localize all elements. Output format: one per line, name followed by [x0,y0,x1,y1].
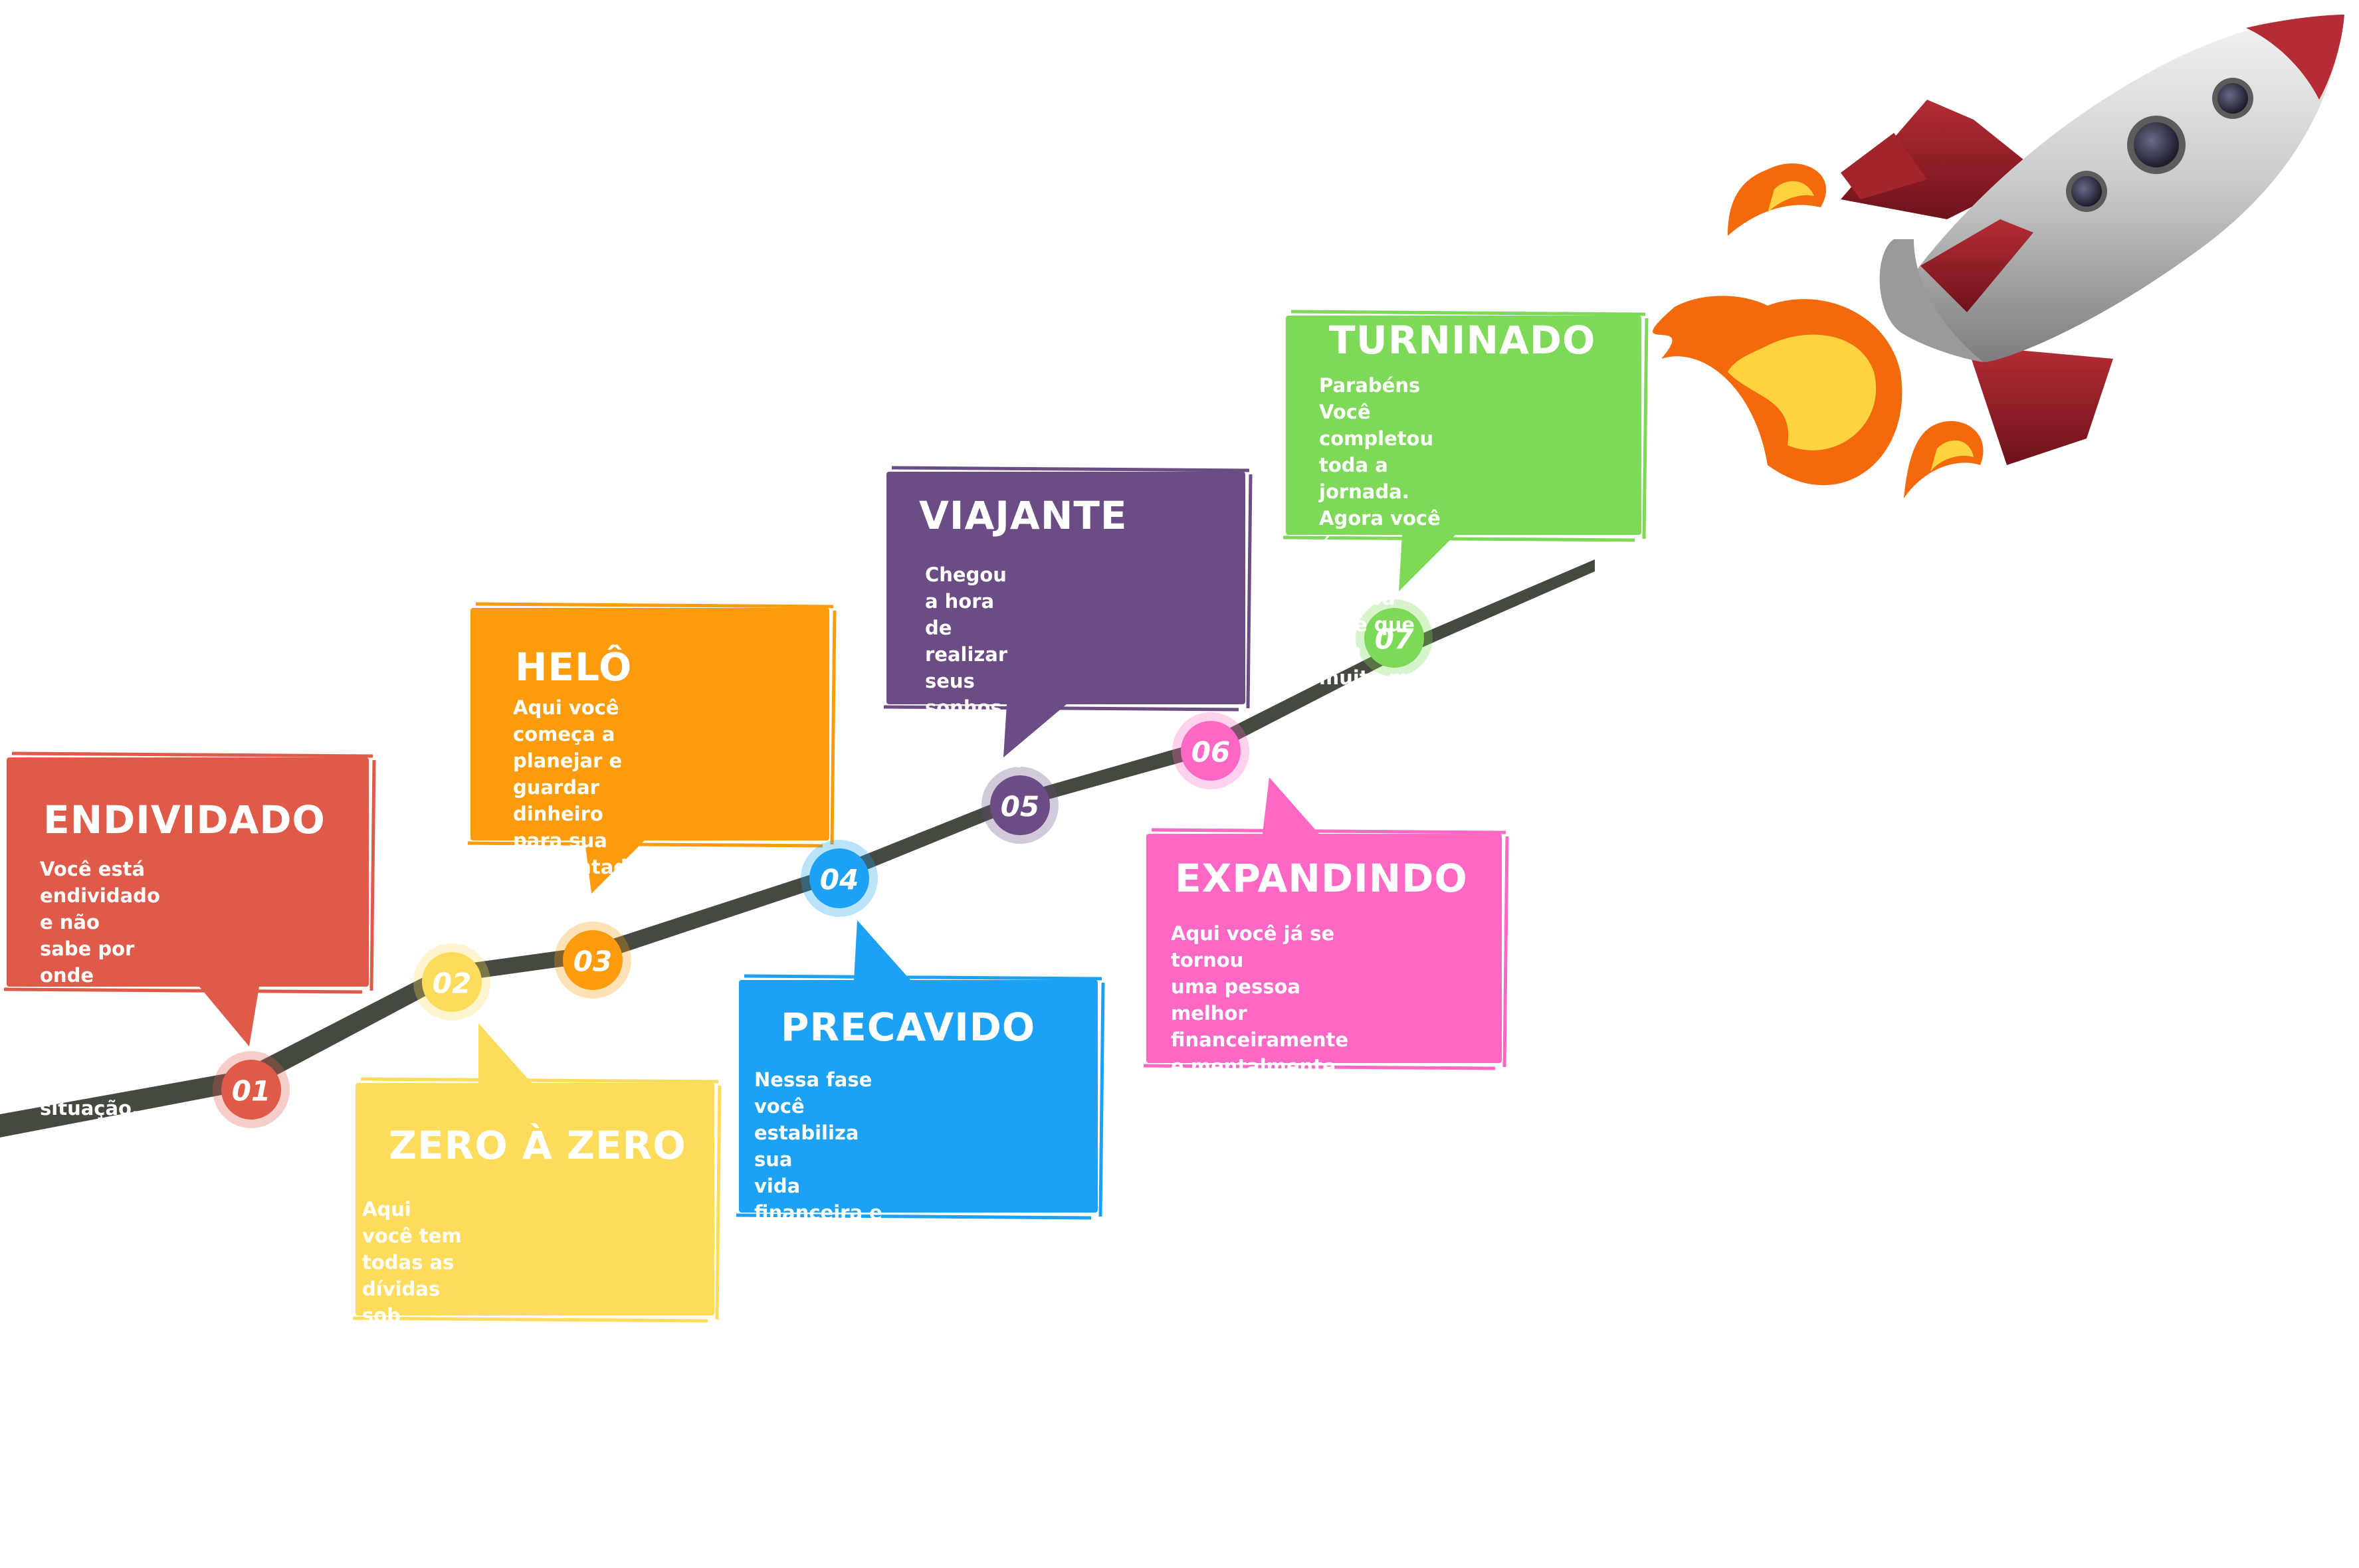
stage-node-circle [422,952,482,1012]
stage-card-edge [352,1077,722,1323]
stage-card-tail [478,1023,532,1083]
stage-description: Aqui você tem todas as dívidas sob contr… [362,1198,466,1566]
stage-number: 03 [573,945,612,978]
stage-card-bg [470,608,829,840]
stage-node-circle [563,930,623,990]
stage-node-circle [1181,721,1241,781]
stage-node-01: 01 [213,1051,290,1128]
journey-diagram: 01 02 03 04 05 06 07 ENDIVIDADO Você está endiv… [0,15,2344,1323]
stage-title: PRECAVIDO [781,1005,1036,1050]
stage-card-edge [1143,828,1509,1070]
stage-description: Você está endividado e não sabe por onde… [40,858,160,1120]
stage-title: ZERO À ZERO [389,1123,686,1168]
rocket-icon [1653,15,2344,498]
stage-description: Aqui você já se tornou uma pessoa melhor… [1171,922,1349,1078]
stage-description: Aqui você começa a planejar e guardar di… [513,696,677,878]
flame-icon [1904,421,1984,498]
stage-node-circle [809,848,869,908]
flame-icon [1728,163,1827,236]
stage-number: 05 [1001,791,1039,823]
stage-bubble-01 [3,751,376,1046]
stage-node-02: 02 [413,943,490,1021]
stage-number: 01 [232,1075,270,1108]
stage-card-bg [1286,316,1641,535]
stage-title: ENDIVIDADO [43,797,326,842]
stage-number: 04 [820,864,859,896]
stage-card-tail [585,840,645,894]
stage-bubble-06 [1143,777,1509,1070]
stage-description: Chegou a hora de realizar seus sonhos ma… [925,563,1023,772]
stage-card-edge [467,602,837,848]
stage-node-circle [990,775,1050,835]
stage-bubble-04 [736,920,1105,1220]
stage-node-07: 07 [1356,599,1433,676]
road-path [0,559,1595,1137]
stage-title: VIAJANTE [919,493,1128,538]
stage-bubble-05 [883,466,1253,757]
journey-illustration: 01 02 03 04 05 06 07 [0,15,2344,1323]
stage-card-bg [1146,834,1502,1063]
stage-card-bg [739,980,1098,1213]
stage-node-circle [1364,608,1424,668]
stage-title: HELÔ [515,644,633,690]
stage-bubble-03 [467,602,837,894]
stage-card-tail [199,987,259,1046]
stage-number: 02 [433,967,471,1000]
stage-card-bg [7,757,369,987]
stage-card-edge [1282,310,1649,542]
stage-card-tail [1399,535,1455,591]
stage-node-06: 06 [1172,712,1249,789]
stage-card-edge [736,974,1105,1220]
stage-number: 06 [1191,736,1230,769]
stage-node-04: 04 [801,840,878,917]
flame-icon [1653,296,1902,486]
stage-node-circle [221,1060,281,1120]
stage-title: EXPANDINDO [1175,856,1468,901]
stage-number: 07 [1375,623,1414,656]
stage-card-tail [1003,704,1067,757]
stage-card-bg [886,472,1245,704]
stage-bubble-02 [352,1023,722,1323]
stage-title: TURNINADO [1329,318,1596,363]
stage-card-edge [3,751,376,994]
stage-description: Parabéns Você completou toda a jornada. … [1319,374,1444,822]
stage-card-bg [356,1083,714,1316]
stage-card-tail [1263,777,1319,834]
stage-bubble-07 [1282,310,1649,591]
stage-card-tail [854,920,910,980]
stage-node-05: 05 [981,767,1059,844]
stage-node-03: 03 [554,922,631,999]
stage-description: Nessa fase você estabiliza sua vida fina… [754,1068,889,1357]
